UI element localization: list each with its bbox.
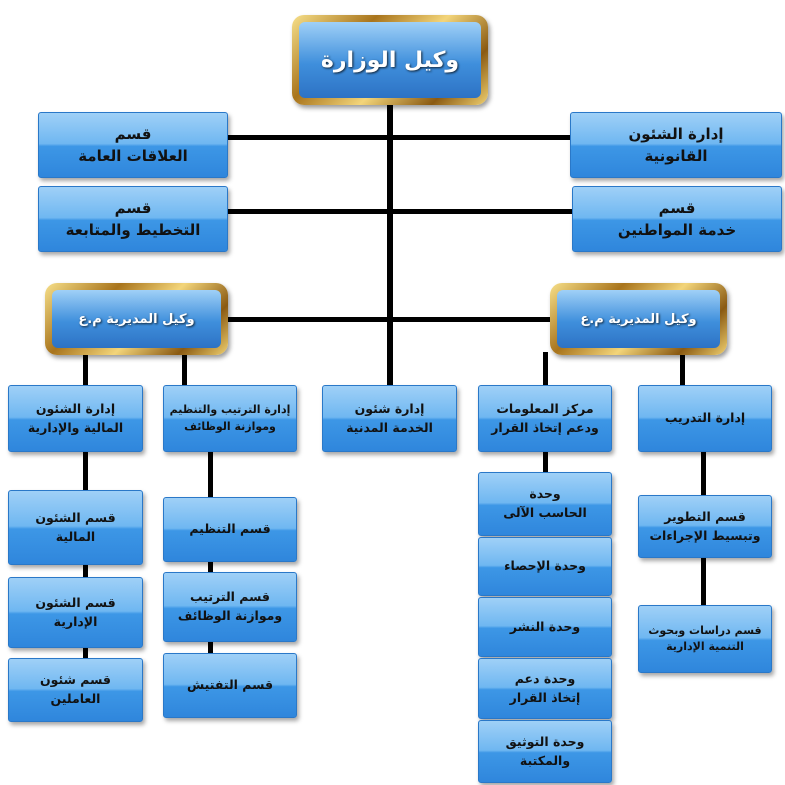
box-line: قسم التطوير xyxy=(664,508,746,524)
finance-dept-box: إدارة الشئون المالية والإدارية xyxy=(8,385,143,452)
box-line: قسم التنظيم xyxy=(189,521,271,537)
box-line: إدارة الشئون xyxy=(35,400,116,416)
box-line: إدارة الترتيب والتنظيم xyxy=(169,403,291,416)
box-line: وموازنة الوظائف xyxy=(184,419,276,433)
box-line: وموازنة الوظائف xyxy=(177,608,283,623)
connector-line xyxy=(543,352,548,387)
box-line: قسم xyxy=(114,198,152,217)
finance-section-box: قسم شئون العاملين xyxy=(8,658,143,722)
box-line: التنمية الإدارية xyxy=(666,640,744,653)
organization-section-box: قسم التنظيم xyxy=(163,497,297,562)
box-line: إدارة الشئون xyxy=(628,124,724,143)
training-dept-box: إدارة التدريب xyxy=(638,385,772,452)
box-line: قسم الشئون xyxy=(35,594,116,610)
box-line: والمكتبة xyxy=(519,752,571,768)
box-line: العاملين xyxy=(50,691,101,706)
connector-line xyxy=(543,450,548,480)
box-line: ودعم إتخاذ القرار xyxy=(491,419,599,435)
box-line: إدارة التدريب xyxy=(664,410,746,426)
box-line: المالية والإدارية xyxy=(27,419,124,435)
citizen-service-box: قسم خدمة المواطنين xyxy=(572,186,782,252)
box-line: المالية xyxy=(55,528,96,544)
info-unit-box: وحدة النشر xyxy=(478,597,612,657)
box-line: الخدمة المدنية xyxy=(346,419,433,435)
info-unit-box: وحدة الإحصاء xyxy=(478,537,612,596)
box-line: قسم xyxy=(114,124,152,143)
deputy-left-title: وكيل المديرية م.ع xyxy=(52,290,221,348)
connector-line xyxy=(226,135,572,140)
info-unit-box: وحدة دعم إتخاذ القرار xyxy=(478,658,612,719)
box-line: العلاقات العامة xyxy=(78,147,188,165)
connector-line xyxy=(226,317,552,322)
finance-section-box: قسم الشئون المالية xyxy=(8,490,143,565)
box-line: وحدة النشر xyxy=(509,618,581,634)
connector-line xyxy=(387,100,393,387)
box-line: وحدة التوثيق xyxy=(505,733,585,749)
connector-line xyxy=(680,352,685,387)
public-relations-box: قسم العلاقات العامة xyxy=(38,112,228,178)
box-line: الإدارية xyxy=(53,613,98,629)
box-line: وحدة الإحصاء xyxy=(504,558,586,574)
organization-section-box: قسم الترتيب وموازنة الوظائف xyxy=(163,572,297,642)
training-section-box: قسم التطوير وتبسيط الإجراءات xyxy=(638,495,772,558)
finance-section-box: قسم الشئون الإدارية xyxy=(8,577,143,648)
planning-box: قسم التخطيط والمتابعة xyxy=(38,186,228,252)
box-line: مركز المعلومات xyxy=(496,400,594,416)
info-center-dept-box: مركز المعلومات ودعم إتخاذ القرار xyxy=(478,385,612,452)
info-unit-box: وحدة الحاسب الآلى xyxy=(478,472,612,536)
box-line: إدارة شئون xyxy=(354,400,425,416)
box-line: القانونية xyxy=(644,147,708,165)
organization-dept-box: إدارة الترتيب والتنظيم وموازنة الوظائف xyxy=(163,385,297,452)
training-section-box: قسم دراسات وبحوث التنمية الإدارية xyxy=(638,605,772,673)
box-line: قسم التفتيش xyxy=(187,677,274,693)
info-unit-box: وحدة التوثيق والمكتبة xyxy=(478,720,612,783)
deputy-right-box: وكيل المديرية م.ع xyxy=(550,283,727,355)
box-line: وحدة xyxy=(529,486,561,502)
deputy-right-title: وكيل المديرية م.ع xyxy=(557,290,720,348)
box-line: قسم دراسات وبحوث xyxy=(648,623,762,637)
box-line: قسم xyxy=(658,198,696,217)
undersecretary-title: وكيل الوزارة xyxy=(299,22,481,98)
organization-section-box: قسم التفتيش xyxy=(163,653,297,718)
box-line: قسم الشئون xyxy=(35,509,116,525)
box-line: خدمة المواطنين xyxy=(617,221,737,239)
box-line: إتخاذ القرار xyxy=(509,689,581,705)
box-line: وحدة دعم xyxy=(514,670,576,686)
connector-line xyxy=(182,352,187,387)
legal-affairs-box: إدارة الشئون القانونية xyxy=(570,112,782,178)
connector-line xyxy=(226,209,574,214)
civil-service-dept-box: إدارة شئون الخدمة المدنية xyxy=(322,385,457,452)
box-line: التخطيط والمتابعة xyxy=(65,221,201,239)
box-line: الحاسب الآلى xyxy=(503,505,587,520)
connector-line xyxy=(83,352,88,387)
deputy-left-box: وكيل المديرية م.ع xyxy=(45,283,228,355)
box-line: وتبسيط الإجراءات xyxy=(649,527,761,543)
box-line: قسم الترتيب xyxy=(190,589,270,605)
box-line: قسم شئون xyxy=(40,672,111,688)
undersecretary-box: وكيل الوزارة xyxy=(292,15,488,105)
